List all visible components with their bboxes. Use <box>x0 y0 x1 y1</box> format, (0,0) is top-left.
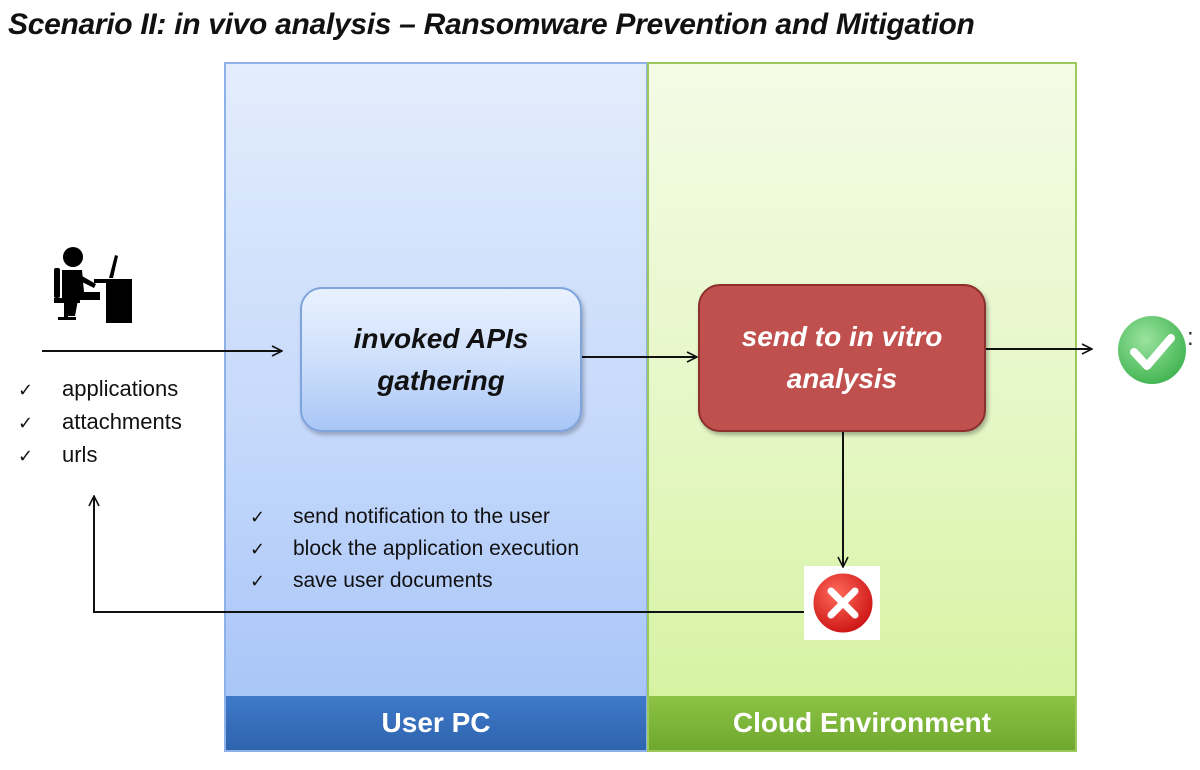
api-gathering-label: invoked APIs gathering <box>353 322 529 396</box>
check-icon: ✓ <box>250 571 266 591</box>
red-x-icon <box>810 570 876 636</box>
api-gathering-box: invoked APIs gathering <box>300 287 582 432</box>
list-item: ✓ urls <box>18 438 182 471</box>
list-item: ✓ block the application execution <box>250 533 579 565</box>
in-vitro-label: send to in vitro analysis <box>741 321 943 394</box>
input-item-label: applications <box>62 376 179 401</box>
action-list: ✓ send notification to the user ✓ block th… <box>250 501 579 597</box>
action-item-label: send notification to the user <box>293 505 550 528</box>
in-vitro-box: send to in vitro analysis <box>698 284 986 432</box>
lane-cloud-label: Cloud Environment <box>649 696 1075 750</box>
trailing-colon: : <box>1187 324 1194 351</box>
check-icon: ✓ <box>18 446 34 466</box>
check-icon: ✓ <box>18 380 34 400</box>
input-item-label: attachments <box>62 409 182 434</box>
list-item: ✓ send notification to the user <box>250 501 579 533</box>
list-item: ✓ attachments <box>18 405 182 438</box>
check-icon: ✓ <box>250 539 266 559</box>
action-item-label: block the application execution <box>293 537 580 560</box>
input-item-label: urls <box>62 442 98 467</box>
lane-user-pc-label: User PC <box>226 696 646 750</box>
check-icon: ✓ <box>250 507 266 527</box>
user-at-desk-icon <box>54 247 132 323</box>
diagram-title: Scenario II: in vivo analysis – Ransomwa… <box>8 8 975 41</box>
check-icon: ✓ <box>18 413 34 433</box>
input-list: ✓ applications ✓ attachments ✓ urls <box>18 372 182 471</box>
green-checkmark-icon <box>1118 316 1186 384</box>
arrow-failure-feedback <box>94 496 804 613</box>
list-item: ✓ save user documents <box>250 565 579 597</box>
action-item-label: save user documents <box>293 569 493 592</box>
list-item: ✓ applications <box>18 372 182 405</box>
